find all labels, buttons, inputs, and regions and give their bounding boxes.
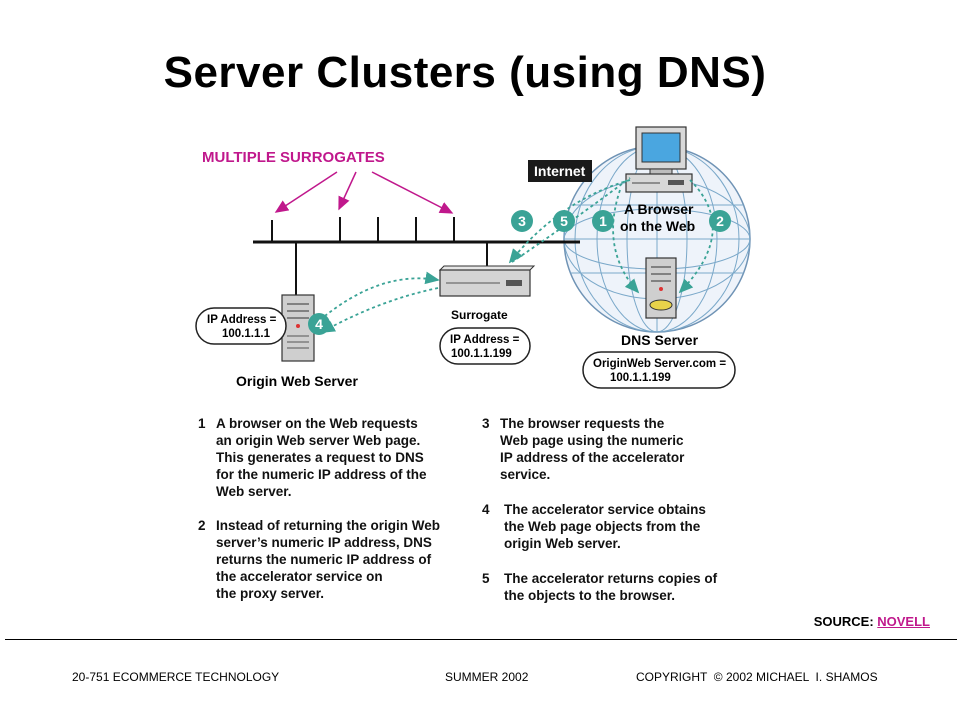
step-5-description: 5 The accelerator returns copies of the … bbox=[482, 570, 762, 606]
step-1-text: A browser on the Web requests an origin … bbox=[216, 416, 427, 499]
surrogate-ip-line1: IP Address = bbox=[450, 334, 520, 346]
svg-text:5: 5 bbox=[560, 213, 568, 229]
surrogate-server-icon bbox=[438, 265, 536, 297]
step-2-number: 2 bbox=[198, 518, 206, 533]
svg-text:4: 4 bbox=[315, 316, 323, 332]
footer-course: 20-751 ECOMMERCE TECHNOLOGY bbox=[72, 670, 280, 684]
browser-computer-icon bbox=[625, 126, 693, 193]
footer-copyright: COPYRIGHT © 2002 MICHAEL I. SHAMOS bbox=[636, 670, 878, 684]
dns-server-label: DNS Server bbox=[621, 332, 699, 348]
surrogate-drops bbox=[271, 217, 488, 295]
step-4-description: 4 The accelerator service obtains the We… bbox=[482, 501, 762, 555]
step-2-text: Instead of returning the origin Web serv… bbox=[216, 518, 441, 601]
svg-text:3: 3 bbox=[518, 213, 526, 229]
step-badge-2: 2 bbox=[709, 210, 731, 232]
step-3-description: 3 The browser requests the Web page usin… bbox=[482, 415, 762, 487]
step-5-text: The accelerator returns copies of the ob… bbox=[504, 571, 718, 603]
page-title: Server Clusters (using DNS) bbox=[163, 48, 767, 97]
footer-divider bbox=[5, 639, 957, 640]
multiple-surrogates-callout: MULTIPLE SURROGATES bbox=[202, 149, 385, 166]
step-badge-4: 4 bbox=[308, 313, 330, 335]
svg-text:2: 2 bbox=[716, 213, 724, 229]
step-badge-3: 3 bbox=[511, 210, 533, 232]
internet-label: Internet bbox=[534, 163, 586, 179]
browser-label-line2: on the Web bbox=[620, 218, 695, 234]
footer-term: SUMMER 2002 bbox=[445, 670, 529, 684]
step-3-text: The browser requests the Web page using … bbox=[500, 416, 685, 482]
step-5-number: 5 bbox=[482, 571, 490, 586]
origin-server-label: Origin Web Server bbox=[236, 373, 358, 389]
callout-arrows bbox=[274, 171, 454, 214]
dns-ip-line1: OriginWeb Server.com = bbox=[593, 358, 726, 370]
step-2-description: 2 Instead of returning the origin Web se… bbox=[198, 517, 478, 607]
origin-server-icon bbox=[281, 294, 315, 362]
internet-label-box bbox=[528, 160, 592, 182]
origin-ip-line2: 100.1.1.1 bbox=[222, 328, 271, 340]
step-4-text: The accelerator service obtains the Web … bbox=[504, 502, 706, 551]
step-badge-5: 5 bbox=[553, 210, 575, 232]
step-4-number: 4 bbox=[482, 502, 490, 517]
browser-label-line1: A Browser bbox=[624, 201, 694, 217]
surrogate-label: Surrogate bbox=[451, 308, 508, 322]
surrogate-ip-line2: 100.1.1.199 bbox=[451, 348, 512, 360]
surrogate-ip-bubble bbox=[439, 327, 531, 365]
step-1-description: 1 A browser on the Web requests an origi… bbox=[198, 415, 478, 505]
origin-ip-line1: IP Address = bbox=[207, 314, 277, 326]
source-link[interactable]: NOVELL bbox=[877, 614, 930, 629]
dns-server-icon bbox=[645, 257, 677, 319]
source-credit: SOURCE: NOVELL bbox=[814, 614, 930, 629]
dns-ip-bubble bbox=[582, 351, 736, 389]
step-1-number: 1 bbox=[198, 416, 206, 431]
dns-ip-line2: 100.1.1.199 bbox=[610, 372, 671, 384]
source-label: SOURCE: bbox=[813, 614, 878, 629]
origin-ip-bubble bbox=[195, 307, 287, 345]
svg-text:1: 1 bbox=[599, 213, 607, 229]
step-3-number: 3 bbox=[482, 416, 490, 431]
step-badge-1: 1 bbox=[592, 210, 614, 232]
